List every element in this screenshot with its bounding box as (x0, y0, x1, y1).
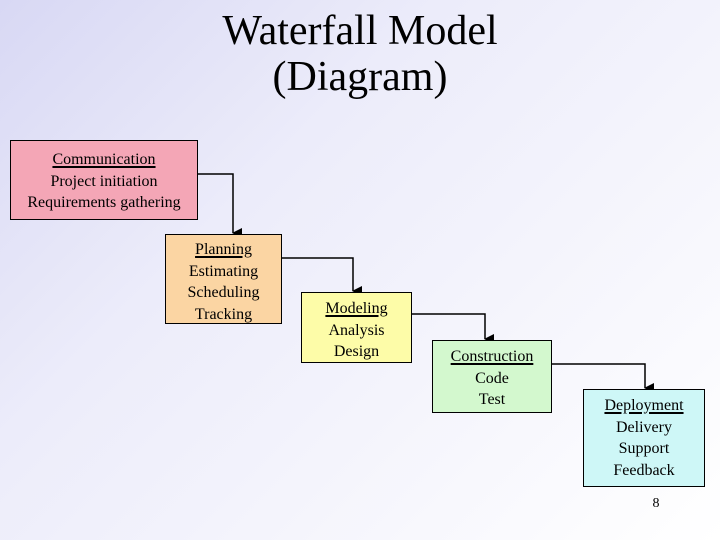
phase-planning: Planning Estimating Scheduling Tracking (165, 234, 282, 324)
page-number: 8 (652, 496, 660, 511)
phase-item: Delivery (616, 418, 672, 436)
phase-deployment: Deployment Delivery Support Feedback (583, 389, 705, 487)
phase-modeling: Modeling Analysis Design (301, 292, 412, 363)
arrow-construction-to-deployment (552, 363, 654, 393)
title-line-2: (Diagram) (272, 54, 448, 100)
phase-heading: Planning (195, 241, 252, 258)
phase-heading: Communication (52, 151, 156, 168)
phase-heading: Deployment (604, 397, 684, 414)
phase-item: Code (475, 369, 509, 387)
arrow-communication-to-planning (198, 173, 242, 238)
title-line-1: Waterfall Model (222, 8, 498, 54)
phase-heading: Modeling (325, 300, 388, 317)
phase-item: Analysis (328, 321, 385, 339)
arrow-planning-to-modeling (282, 257, 362, 296)
arrow-modeling-to-construction (412, 313, 494, 344)
phase-communication: Communication Project initiation Require… (10, 140, 198, 220)
phase-item: Test (478, 391, 506, 408)
phase-item: Project initiation (50, 172, 158, 190)
phase-item: Feedback (613, 461, 675, 479)
phase-heading: Construction (450, 348, 534, 365)
phase-item: Estimating (188, 262, 259, 280)
phase-item: Tracking (194, 305, 253, 323)
phase-item: Scheduling (187, 284, 260, 301)
phase-construction: Construction Code Test (432, 340, 552, 413)
phase-item: Design (333, 343, 380, 360)
phase-item: Support (618, 440, 670, 457)
phase-item: Requirements gathering (27, 194, 181, 211)
slide-title: Waterfall Model (Diagram) (0, 8, 720, 100)
